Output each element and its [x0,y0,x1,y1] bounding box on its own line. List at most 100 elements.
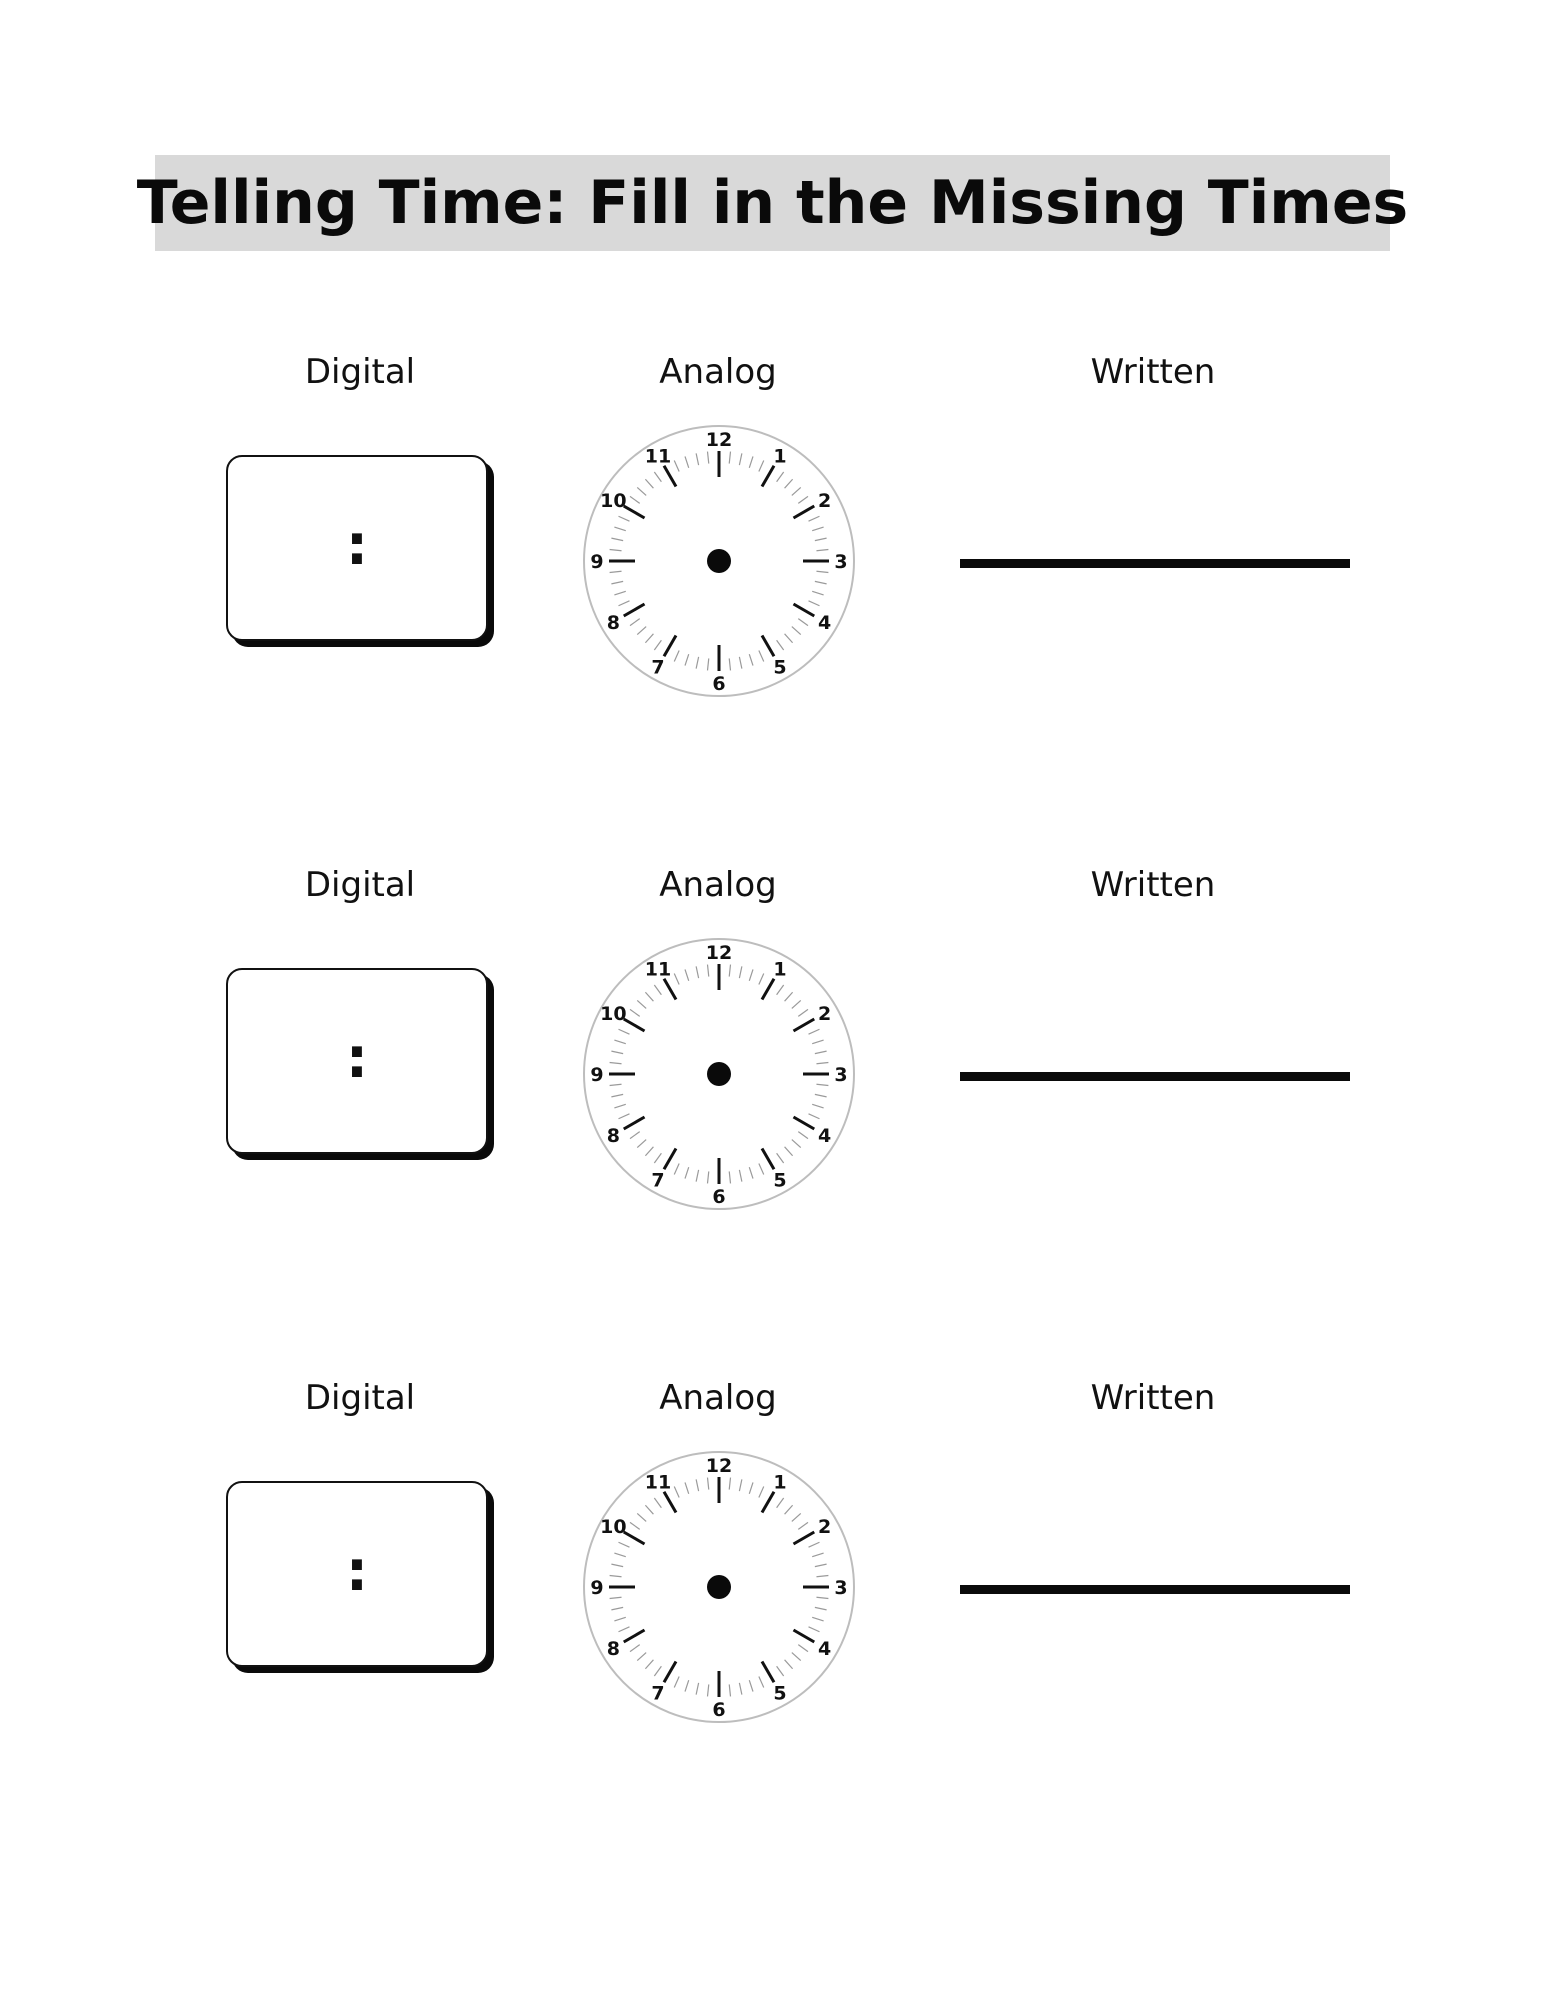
minute-tick [738,656,743,669]
minute-tick [758,1163,765,1175]
clock-number: 7 [651,657,664,679]
minute-tick [816,1574,829,1578]
minute-tick [636,999,647,1009]
hour-tick [662,1490,678,1514]
minute-tick [758,460,765,472]
minute-tick [629,1644,641,1653]
minute-tick [636,1512,647,1522]
digital-label: Digital [304,352,416,392]
minute-tick [814,1050,827,1055]
minute-tick [611,1093,624,1098]
minute-tick [728,1171,732,1184]
clock-number: 9 [590,1064,603,1086]
minute-tick [673,1163,680,1175]
minute-tick [644,478,654,489]
hour-tick [622,504,646,520]
hour-tick [662,464,678,488]
minute-tick [706,658,710,671]
hour-tick [792,504,816,520]
minute-tick [644,1504,654,1515]
minute-tick [812,1039,824,1045]
minute-tick [706,1477,710,1490]
digital-time-box[interactable]: : [226,968,488,1154]
minute-tick [748,969,754,981]
minute-tick [791,486,802,496]
minute-tick [684,1680,690,1692]
clock-number: 3 [834,1064,847,1086]
digital-time-box[interactable]: : [226,1481,488,1667]
minute-tick [706,1684,710,1697]
minute-tick [797,495,809,504]
minute-tick [758,1676,765,1688]
minute-tick [695,1479,700,1492]
minute-tick [797,618,809,627]
minute-tick [629,1008,641,1017]
clock-number: 8 [607,1125,620,1147]
minute-tick [814,1606,827,1611]
hour-tick [792,1530,816,1546]
minute-tick [653,984,662,996]
clock-number: 5 [773,1683,786,1705]
minute-tick [814,580,827,585]
digital-time-box[interactable]: : [226,455,488,641]
minute-tick [728,658,732,671]
clock-number: 11 [645,1471,671,1493]
minute-tick [629,1131,641,1140]
minute-tick [629,1521,641,1530]
analog-label: Analog [659,1378,777,1418]
minute-tick [776,471,785,483]
minute-tick [812,590,824,596]
minute-tick [609,1574,622,1578]
minute-tick [748,1680,754,1692]
written-answer-line[interactable] [960,1072,1350,1081]
clock-number: 10 [600,1516,626,1538]
clock-number: 4 [818,1638,831,1660]
minute-tick [629,618,641,627]
minute-tick [776,1497,785,1509]
clock-number: 1 [773,445,786,467]
minute-tick [614,1103,626,1109]
minute-tick [695,453,700,466]
minute-tick [816,1596,829,1600]
minute-tick [791,999,802,1009]
minute-tick [814,1563,827,1568]
minute-tick [812,526,824,532]
minute-tick [776,639,785,651]
minute-tick [812,1616,824,1622]
minute-tick [644,633,654,644]
minute-tick [618,1113,630,1120]
clock-center-dot [707,1575,731,1599]
minute-tick [791,1139,802,1149]
clock-number: 5 [773,657,786,679]
clock-center-dot [707,549,731,573]
minute-tick [614,1039,626,1045]
minute-tick [808,600,820,607]
minute-tick [706,451,710,464]
clock-number: 12 [706,1455,732,1477]
minute-tick [614,590,626,596]
hour-tick [760,634,776,658]
written-answer-line[interactable] [960,559,1350,568]
clock-number: 7 [651,1170,664,1192]
clock-number: 4 [818,1125,831,1147]
minute-tick [611,1563,624,1568]
minute-tick [611,537,624,542]
minute-tick [653,471,662,483]
hour-tick [792,1628,816,1644]
minute-tick [706,1171,710,1184]
written-answer-line[interactable] [960,1585,1350,1594]
minute-tick [808,515,820,522]
minute-tick [618,515,630,522]
minute-tick [609,1061,622,1065]
minute-tick [706,964,710,977]
minute-tick [644,1659,654,1670]
minute-tick [738,1479,743,1492]
minute-tick [636,486,647,496]
written-label: Written [1090,352,1216,392]
hour-tick [662,1147,678,1171]
